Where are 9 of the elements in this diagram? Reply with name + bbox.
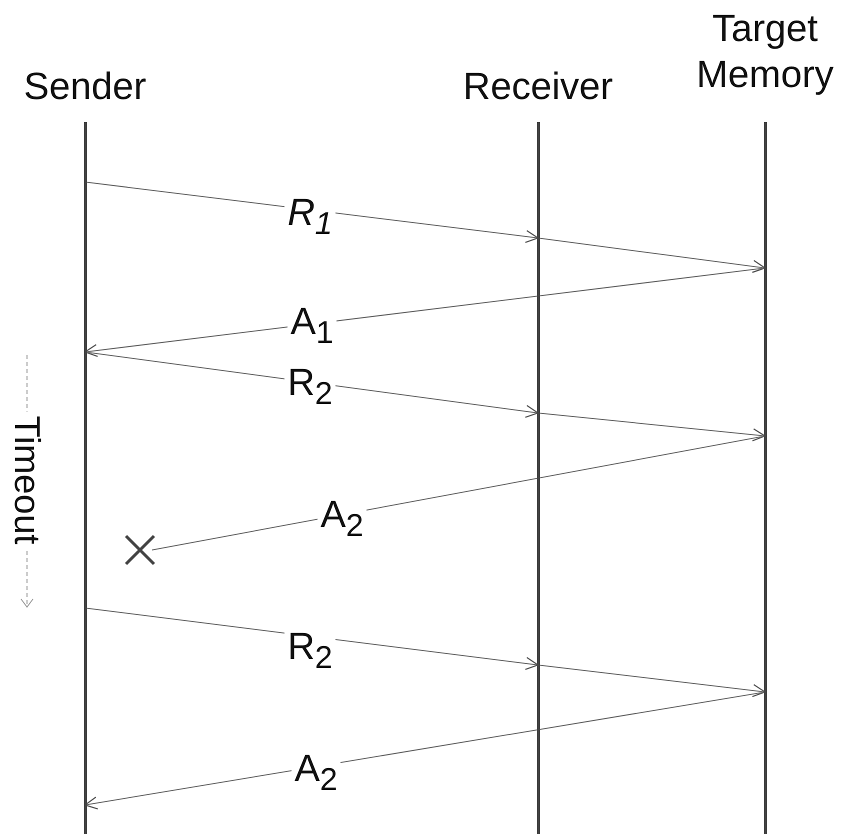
participant-name: Receiver [462,65,614,110]
message-arrow [84,692,766,810]
message-arrow [538,664,766,698]
participant-name: Target Memory [695,7,835,98]
message-arrow [538,412,766,442]
lost-message-cross [124,534,156,566]
message-arrow [84,268,766,358]
participant-name: Sender [22,65,148,110]
message-arrow [538,238,766,273]
